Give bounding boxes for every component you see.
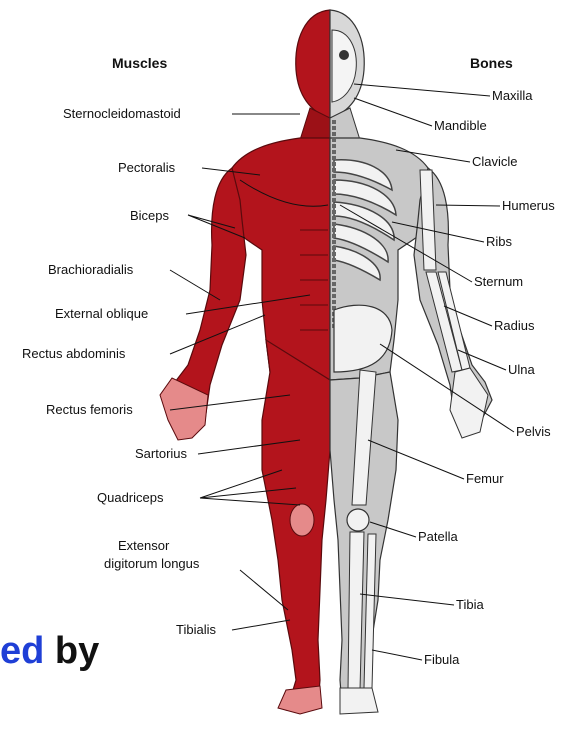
label-sternocleidomastoid: Sternocleidomastoid: [63, 106, 181, 121]
bones-header: Bones: [470, 55, 513, 71]
label-brachioradialis: Brachioradialis: [48, 262, 134, 277]
label-maxilla: Maxilla: [492, 88, 533, 103]
partial-caption: ed by: [0, 630, 99, 673]
label-quadriceps: Quadriceps: [97, 490, 164, 505]
label-femur: Femur: [466, 471, 504, 486]
label-biceps: Biceps: [130, 208, 170, 223]
label-pelvis: Pelvis: [516, 424, 551, 439]
label-extensor: Extensor: [118, 538, 170, 553]
label-humerus: Humerus: [502, 198, 555, 213]
label-rectus-abdominis: Rectus abdominis: [22, 346, 126, 361]
label-tibialis: Tibialis: [176, 622, 216, 637]
label-rectus-femoris: Rectus femoris: [46, 402, 133, 417]
label-fibula: Fibula: [424, 652, 460, 667]
label-ribs: Ribs: [486, 234, 513, 249]
label-ulna: Ulna: [508, 362, 536, 377]
caption-part-blue: ed: [0, 630, 44, 672]
label-clavicle: Clavicle: [472, 154, 518, 169]
label-sartorius: Sartorius: [135, 446, 188, 461]
label-mandible: Mandible: [434, 118, 487, 133]
label-external-oblique: External oblique: [55, 306, 148, 321]
label-digitorum-longus: digitorum longus: [104, 556, 200, 571]
human-figure: [160, 10, 492, 714]
label-radius: Radius: [494, 318, 535, 333]
label-sternum: Sternum: [474, 274, 523, 289]
label-tibia: Tibia: [456, 597, 484, 612]
muscles-header: Muscles: [112, 55, 167, 71]
muscle-half: [160, 10, 330, 714]
caption-part-black: by: [55, 630, 99, 672]
label-pectoralis: Pectoralis: [118, 160, 176, 175]
label-patella: Patella: [418, 529, 459, 544]
